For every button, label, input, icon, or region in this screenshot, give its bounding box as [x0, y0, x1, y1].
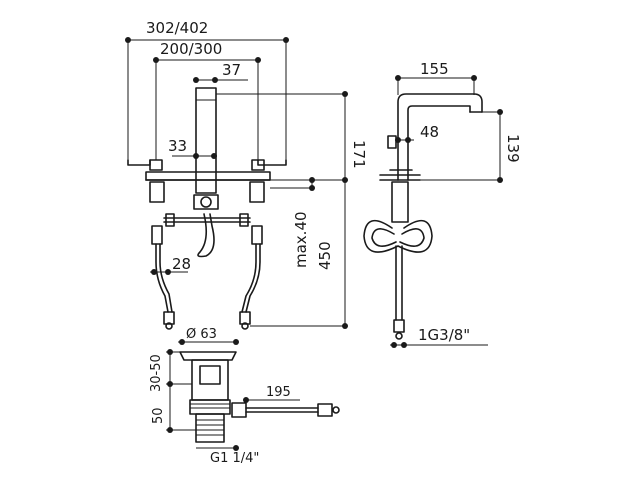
overall-width-dimension: 302/402 [125, 19, 289, 160]
drain-diameter-dimension: Ø 63 [178, 327, 239, 345]
drain-view: Ø 63 30-50 [149, 327, 340, 466]
drain-thread-label: G1 1/4" [210, 451, 259, 466]
hose-fitting-label: 28 [172, 255, 191, 273]
drain-top-dimension: 30-50 [149, 349, 192, 430]
side-height-label: 139 [504, 134, 522, 163]
hose-length-label: 450 [316, 241, 334, 270]
side-reach-label: 155 [420, 60, 449, 78]
side-diameter-label: 48 [420, 123, 439, 141]
faucet-body [127, 87, 287, 330]
front-view: 302/402 200/300 37 [125, 19, 368, 330]
spout-diameter-label: 37 [222, 61, 241, 79]
base-height-label: 171 [350, 140, 368, 169]
connection-label: 1G3/8" [418, 326, 470, 344]
spout-width-label: 200/300 [160, 40, 222, 58]
drain-diameter-label: Ø 63 [186, 327, 217, 342]
overall-width-label: 302/402 [146, 19, 208, 37]
side-height-dimension: 139 [420, 109, 522, 183]
handle-diameter-label: 33 [168, 137, 187, 155]
handle-diameter-dimension: 33 [168, 137, 217, 159]
side-diameter-dimension: 48 [395, 123, 439, 143]
connection-dimension: 1G3/8" [390, 326, 488, 348]
deck-thickness-dimension: max.40 [270, 177, 345, 268]
deck-thickness-label: max.40 [292, 211, 310, 268]
drain-body-label: 50 [151, 407, 166, 424]
drain-rod-label: 195 [266, 385, 291, 400]
side-view: 155 139 [363, 60, 522, 348]
hose-length-dimension: 450 [250, 180, 348, 329]
drain-body [179, 351, 340, 443]
side-spout [363, 93, 483, 340]
spout-width-dimension: 200/300 [153, 40, 261, 160]
base-height-dimension: 171 [216, 91, 368, 183]
drain-thread-dimension: G1 1/4" [196, 445, 259, 466]
spout-diameter-dimension: 37 [193, 61, 248, 83]
drain-rod-dimension: 195 [243, 385, 300, 403]
hose-fitting-dimension: 28 [150, 255, 191, 275]
side-reach-dimension: 155 [395, 60, 477, 95]
drain-body-dimension: 50 [151, 407, 196, 433]
drain-top-label: 30-50 [149, 354, 164, 392]
